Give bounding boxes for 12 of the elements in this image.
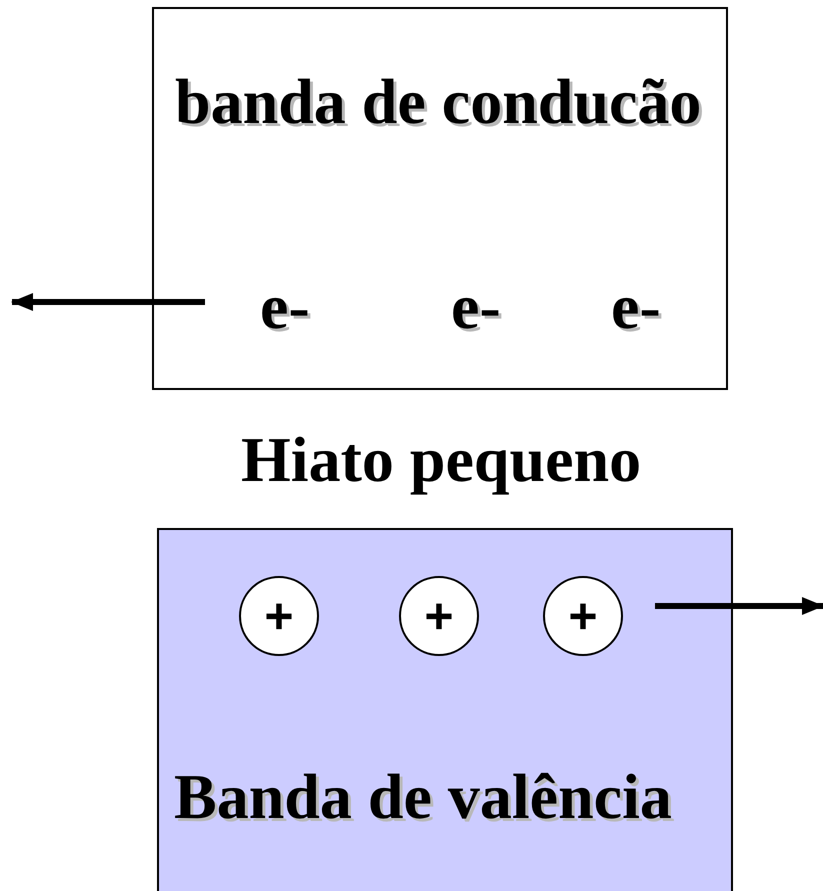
electron-label: e- xyxy=(611,275,661,339)
conduction-band-box xyxy=(152,7,728,390)
plus-sign: + xyxy=(568,591,598,641)
arrow xyxy=(11,293,205,311)
band-title: banda de conducão xyxy=(175,70,702,134)
band-title: Banda de valência xyxy=(174,765,672,829)
valence-band-box xyxy=(157,528,733,891)
arrow xyxy=(655,597,823,615)
electron-label: e- xyxy=(451,275,501,339)
plus-sign: + xyxy=(424,591,454,641)
electron-label: e- xyxy=(260,275,310,339)
plus-sign: + xyxy=(264,591,294,641)
